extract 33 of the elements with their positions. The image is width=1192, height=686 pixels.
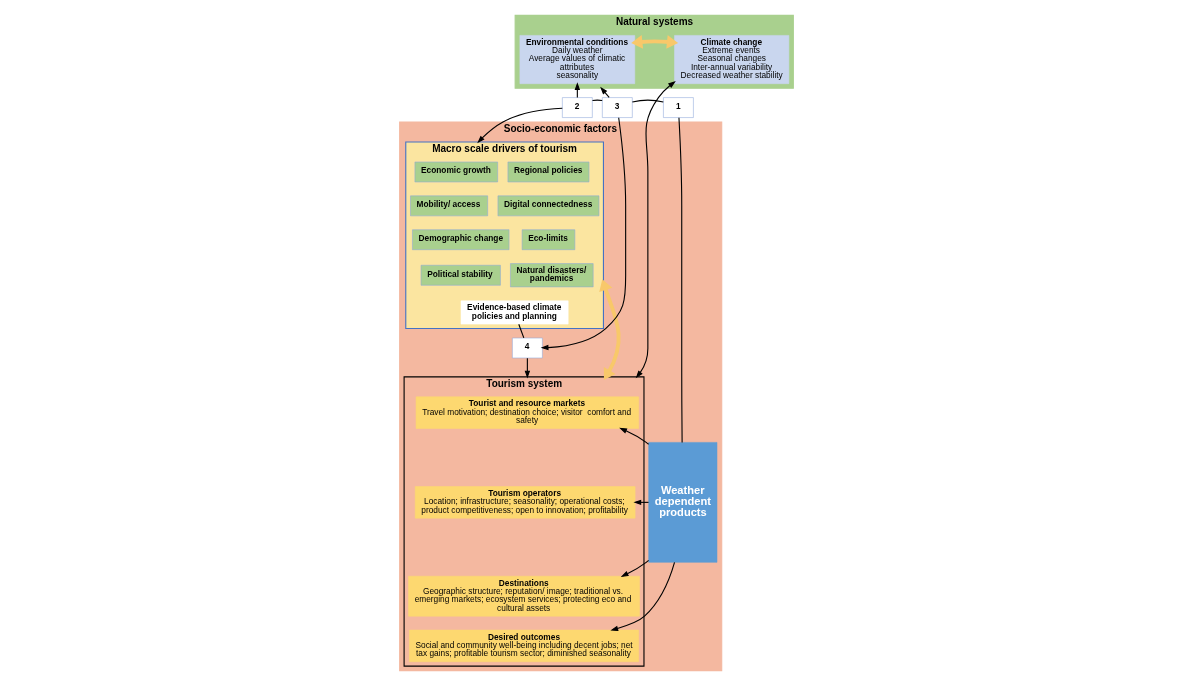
connector [677, 117, 683, 443]
node-box: 4 [511, 337, 543, 359]
node-box: Economic growth [414, 161, 498, 183]
arrow [618, 427, 649, 445]
node-box: Desired outcomes Social and community well-being including decent jobs; net tax gains; profitable tourism sector; diminished seasonality [408, 629, 639, 662]
arrow [620, 559, 649, 577]
node-box: Regional policies [507, 161, 589, 183]
arrow [635, 81, 676, 379]
node-box: 2 [561, 97, 593, 118]
node-box: Climate change Extreme events Seasonal changes Inter-annual variability Decreased weather stability [673, 35, 789, 84]
node-box: Destinations Geographic structure; reputation/ image; traditional vs. emerging markets; ecosystem services; protecting eco and cultural assets [407, 575, 640, 617]
arrow [599, 86, 610, 98]
connector [591, 99, 603, 102]
node-box: 3 [601, 97, 633, 118]
node-box: Natural disasters/ pandemics [509, 263, 593, 288]
node-box: Environmental conditions Daily weather Average values of climatic attributes seasonality [519, 35, 635, 84]
node-box: Evidence-based climate policies and planning [460, 300, 568, 325]
node-box: 1 [662, 97, 694, 118]
node-box: Digital connectedness [497, 195, 599, 217]
node-box: Political stability [420, 265, 501, 286]
arrow [630, 35, 678, 49]
arrow [476, 107, 563, 144]
node-box: Mobility/ access [409, 195, 488, 217]
connector [517, 323, 524, 339]
connector [631, 99, 664, 103]
node-box: Demographic change [411, 229, 509, 250]
arrow [540, 117, 626, 351]
node-box: Tourist and resource markets Travel motivation; destination choice; visitor comfort and safety [415, 396, 639, 429]
arrow [598, 279, 621, 381]
arrow [609, 561, 675, 631]
node-box: Tourism operators Location; infrastructure; seasonality; operational costs; product competitiveness; open to innovation; profitability [414, 486, 635, 519]
node-box: Weather dependent products [647, 442, 717, 563]
node-box: Eco-limits [521, 229, 575, 250]
